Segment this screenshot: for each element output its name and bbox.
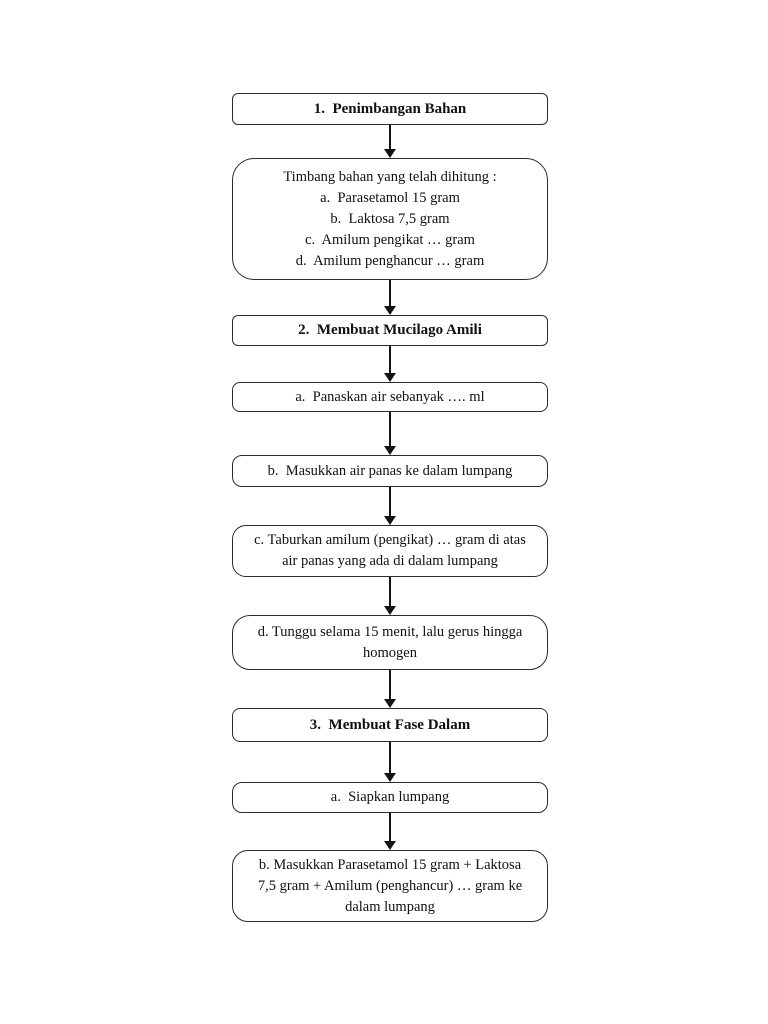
node-text: homogen: [363, 644, 417, 661]
flow-node-mucilago-step-a: a. Panaskan air sebanyak …. ml: [232, 382, 548, 412]
flowchart: 1. Penimbangan Bahan Timbang bahan yang …: [232, 93, 548, 922]
flow-node-mucilago-step-b: b. Masukkan air panas ke dalam lumpang: [232, 455, 548, 487]
node-text: a. Parasetamol 15 gram: [320, 189, 460, 206]
node-text: c. Amilum pengikat … gram: [305, 231, 475, 248]
flow-node-mucilago-step-d: d. Tunggu selama 15 menit, lalu gerus hi…: [232, 615, 548, 670]
node-text: b. Masukkan Parasetamol 15 gram + Laktos…: [258, 856, 522, 873]
node-text: c. Taburkan amilum (pengikat) … gram di …: [254, 532, 526, 548]
arrow-down-icon: [384, 487, 396, 525]
arrow-down-icon: [384, 412, 396, 455]
node-text: b. Laktosa 7,5 gram: [330, 210, 450, 227]
node-text: a. Siapkan lumpang: [330, 789, 450, 805]
node-text: d. Tunggu selama 15 menit, lalu gerus hi…: [257, 623, 523, 640]
arrow-down-icon: [384, 670, 396, 708]
flow-node-fase-dalam-title: 3. Membuat Fase Dalam: [232, 708, 548, 742]
flow-node-fase-dalam-step-a: a. Siapkan lumpang: [232, 782, 548, 813]
arrow-down-icon: [384, 813, 396, 850]
arrow-down-icon: [384, 125, 396, 158]
node-text: 7,5 gram + Amilum (penghancur) … gram ke: [257, 877, 523, 894]
node-text: 1. Penimbangan Bahan: [313, 100, 467, 117]
arrow-down-icon: [384, 742, 396, 782]
arrow-down-icon: [384, 346, 396, 382]
node-text: 3. Membuat Fase Dalam: [309, 716, 471, 733]
flow-node-penimbangan-title: 1. Penimbangan Bahan: [232, 93, 548, 125]
arrow-down-icon: [384, 577, 396, 615]
flow-node-mucilago-step-c: c. Taburkan amilum (pengikat) … gram di …: [232, 525, 548, 577]
flow-node-fase-dalam-step-b: b. Masukkan Parasetamol 15 gram + Laktos…: [232, 850, 548, 922]
node-text: d. Amilum penghancur … gram: [295, 252, 485, 269]
flow-node-mucilago-title: 2. Membuat Mucilago Amili: [232, 315, 548, 346]
node-text: 2. Membuat Mucilago Amili: [298, 322, 482, 338]
node-text: Timbang bahan yang telah dihitung :: [283, 168, 497, 185]
node-text: b. Masukkan air panas ke dalam lumpang: [267, 462, 513, 479]
node-text: dalam lumpang: [345, 898, 435, 915]
node-text: a. Panaskan air sebanyak …. ml: [295, 388, 485, 405]
arrow-down-icon: [384, 280, 396, 315]
node-text: air panas yang ada di dalam lumpang: [282, 553, 498, 569]
flow-node-penimbangan-detail: Timbang bahan yang telah dihitung : a. P…: [232, 158, 548, 280]
